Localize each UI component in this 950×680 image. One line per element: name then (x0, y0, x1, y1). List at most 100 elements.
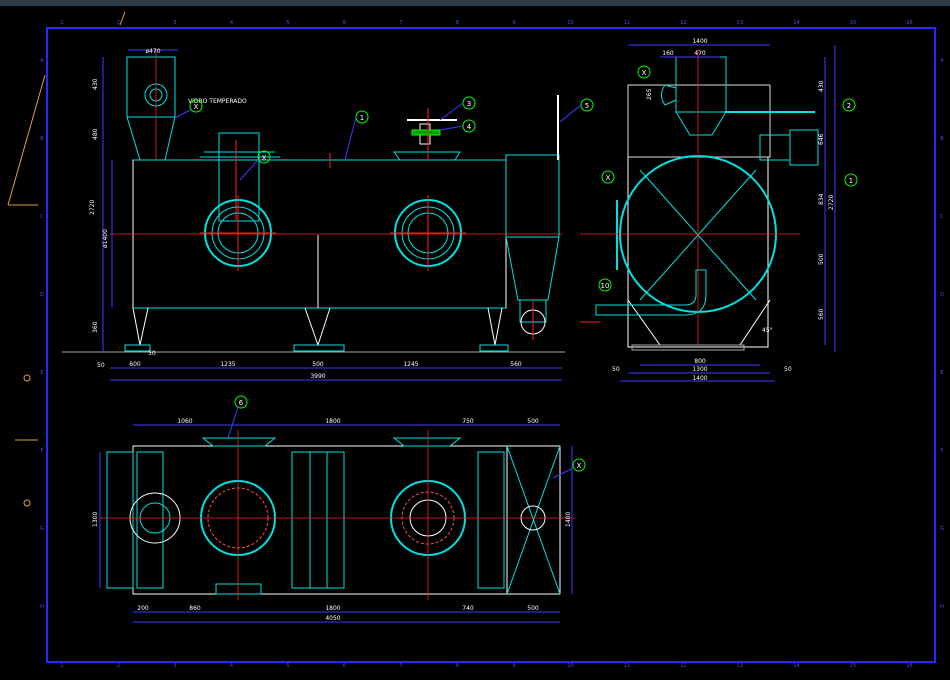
row-label: H (40, 604, 44, 610)
top-dim-b500: 500 (527, 605, 539, 612)
row-label: H (940, 604, 944, 610)
dim-d4: 1245 (403, 361, 418, 368)
side-tag-x-left: X (606, 174, 611, 182)
side-tag-1: 1 (849, 177, 853, 185)
top-dim-740: 740 (462, 605, 474, 612)
side-view: 1400 160 470 265 430 646 834 2720 500 56… (580, 38, 858, 382)
top-dim-b1800: 1800 (325, 605, 340, 612)
top-dim-1060: 1060 (177, 418, 192, 425)
side-dim-angle: 45° (762, 327, 773, 334)
row-label: C (40, 214, 44, 220)
dim-d5: 560 (510, 361, 522, 368)
col-label: 3 (173, 663, 176, 669)
col-label: 12 (680, 20, 686, 26)
front-dims (102, 49, 562, 381)
top-tag-6: 6 (239, 399, 244, 407)
front-manhole-right (390, 195, 466, 271)
side-dim-2720: 2720 (828, 195, 835, 210)
col-label: 12 (680, 663, 686, 669)
col-label: 11 (624, 663, 630, 669)
dim-h2: 480 (92, 128, 99, 140)
top-dim-750: 750 (462, 418, 474, 425)
col-label: 8 (456, 20, 459, 26)
side-dim-834: 834 (818, 193, 825, 205)
dim-diameter: ø1400 (102, 229, 109, 248)
side-dim-1300: 1300 (692, 366, 707, 373)
side-dim-430: 430 (818, 80, 825, 92)
front-manhole-left (200, 195, 276, 271)
dim-d2: 1235 (220, 361, 235, 368)
top-dim-1400: 1400 (565, 512, 572, 527)
row-label: E (940, 370, 943, 376)
top-dim-1300: 1300 (92, 512, 99, 527)
col-label: 10 (567, 20, 573, 26)
top-view: 1060 1800 750 500 200 860 1800 740 500 4… (92, 395, 586, 623)
col-label: 16 (906, 20, 912, 26)
side-dim-470: 470 (694, 50, 706, 57)
side-dim-265: 265 (646, 88, 653, 100)
tag-x-inlet: X (262, 154, 267, 162)
left-margin-marks (7, 11, 126, 507)
window-top-bar (0, 0, 950, 6)
col-label: 4 (230, 663, 233, 669)
dim-top-flange: ø470 (145, 48, 160, 55)
side-dims (620, 44, 836, 382)
top-dims (99, 424, 573, 623)
dim-base-50: 50 (148, 350, 156, 357)
side-dim-50-left: 50 (612, 366, 620, 373)
side-dim-646: 646 (818, 133, 825, 145)
top-dim-200: 200 (137, 605, 149, 612)
front-cyclone (505, 95, 560, 340)
front-top-valve (393, 108, 461, 161)
col-label: 5 (286, 663, 289, 669)
row-label: B (940, 136, 944, 142)
side-tag-2: 2 (847, 102, 851, 110)
row-label: G (940, 526, 944, 532)
top-dim-1800: 1800 (325, 418, 340, 425)
row-label: F (41, 448, 44, 454)
dim-d1: 600 (129, 361, 141, 368)
col-label: 14 (793, 663, 799, 669)
dim-h-total: 2720 (89, 200, 96, 215)
side-dim-500: 500 (818, 253, 825, 265)
col-label: 15 (850, 20, 856, 26)
dim-d3: 500 (312, 361, 324, 368)
front-legs (62, 307, 565, 353)
front-inlet-pipe (200, 132, 280, 222)
top-dim-860: 860 (189, 605, 201, 612)
row-label: A (940, 58, 944, 64)
dim-h1: 430 (92, 78, 99, 90)
row-label: C (940, 214, 944, 220)
side-tag-x-top: X (642, 69, 647, 77)
col-label: 1 (60, 663, 63, 669)
col-label: 6 (343, 663, 346, 669)
top-dim-total: 4050 (325, 615, 340, 622)
top-dim-500: 500 (527, 418, 539, 425)
tag-3: 3 (467, 100, 471, 108)
drawing-frame (46, 27, 936, 663)
col-label: 2 (117, 663, 120, 669)
side-dim-1400: 1400 (692, 375, 707, 382)
dim-plinth-50: 50 (97, 362, 105, 369)
col-label: 5 (286, 20, 289, 26)
row-label: D (940, 292, 944, 298)
col-label: 9 (512, 20, 515, 26)
dim-total: 3990 (310, 373, 325, 380)
row-label: E (40, 370, 43, 376)
row-label: B (40, 136, 44, 142)
col-label: 13 (737, 663, 743, 669)
col-label: 15 (850, 663, 856, 669)
col-label: 13 (737, 20, 743, 26)
row-label: F (941, 448, 944, 454)
col-labels: 1122334455667788991010111112121313141415… (60, 20, 912, 669)
row-label: D (40, 292, 44, 298)
dim-h-leg: 360 (92, 321, 99, 333)
row-label: G (40, 526, 44, 532)
side-dim-800: 800 (694, 358, 706, 365)
tag-4: 4 (467, 123, 472, 131)
tag-5: 5 (585, 102, 589, 110)
col-label: 7 (399, 20, 402, 26)
side-dim-50-right: 50 (784, 366, 792, 373)
